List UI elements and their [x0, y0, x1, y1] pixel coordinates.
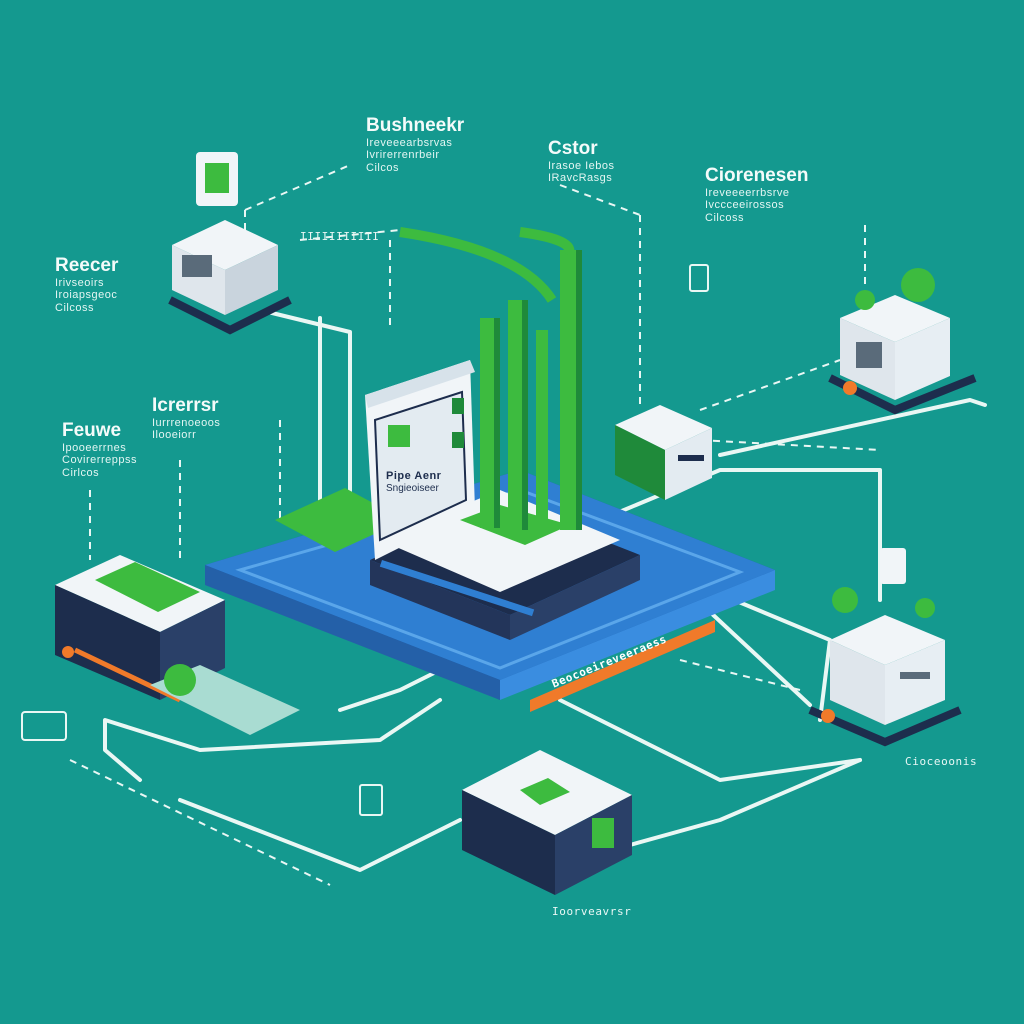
label-line: IRavcRasgs — [548, 172, 613, 185]
label-line: Ilooeiorr — [152, 429, 197, 442]
device-box-right — [808, 548, 962, 747]
device-box-top-right — [828, 268, 977, 415]
label-line: Irivseoirs — [55, 276, 105, 289]
label-bottom-center: Ioorveavrsr — [552, 905, 632, 918]
dashed-connector — [299, 229, 401, 241]
label-line: Ipooeerrnes — [62, 441, 127, 454]
dashed-connector — [699, 439, 881, 451]
connector-line — [708, 610, 812, 707]
connector-line — [628, 758, 862, 847]
label-line: Ivrirerrenrbeir — [366, 149, 440, 162]
label-line: Sngieoiseer — [386, 482, 439, 494]
connector-line — [558, 698, 862, 782]
small-icons — [21, 264, 709, 816]
label-line: Cilcos — [366, 162, 399, 175]
dashed-connector — [244, 164, 351, 211]
dashed-connector — [559, 184, 641, 216]
document-icon — [689, 264, 709, 292]
label-caption: IIIIIIIIIII — [300, 230, 380, 243]
device-box-top-left — [168, 152, 292, 335]
label-bottom-right: Cioceoonis — [905, 755, 978, 768]
platform-ribbon — [530, 620, 715, 712]
label-top-right: Ciorenesen Ireveeeerrbsrve Ivccceeirosso… — [705, 165, 875, 225]
label-center-screen: Pipe Aenr Sngieoiseer — [386, 470, 476, 494]
device-box-mid-right — [615, 405, 712, 500]
label-top-center: Bushneekr Ireveeearbsrvas Ivrirerrenrbei… — [366, 115, 496, 175]
device-box-bottom — [462, 750, 632, 895]
label-line: Ireveeearbsrvas — [366, 136, 453, 149]
document-icon — [359, 784, 383, 816]
connector-line — [178, 798, 462, 872]
connector-line — [103, 698, 442, 782]
connector-line — [266, 310, 352, 522]
label-left-lower-a: Feuwe Ipooeerrnes Covirerreppss Cirlcos — [62, 420, 172, 480]
label-line: Cilcoss — [55, 302, 94, 315]
connector-line — [718, 398, 987, 457]
label-line: Ivccceeirossos — [705, 199, 785, 212]
label-line: Ireveeeerrbsrve — [705, 186, 790, 199]
label-left-lower-b: Icrerrsr Iurrrenoeoos Ilooeiorr — [152, 395, 282, 442]
label-left-upper: Reecer Irivseoirs Iroiapsgeoc Cilcoss — [55, 255, 175, 315]
label-line: Cilcoss — [705, 212, 744, 225]
label-line: Iroiapsgeoc — [55, 289, 118, 302]
dashed-connector — [679, 659, 801, 691]
green-pillars — [399, 227, 582, 545]
label-line: Covirerreppss — [62, 454, 137, 467]
label-title: Ciorenesen — [705, 165, 809, 186]
label-title: Cstor — [548, 138, 598, 159]
label-title: Feuwe — [62, 420, 122, 441]
label-line: Irasoe Iebos — [548, 159, 615, 172]
label-title: Icrerrsr — [152, 395, 219, 416]
monitor-icon — [21, 711, 67, 741]
dashed-connector — [699, 359, 841, 411]
label-line: Iurrrenoeoos — [152, 416, 221, 429]
central-device — [365, 360, 640, 640]
label-line: Cirlcos — [62, 467, 100, 480]
dashed-connector — [69, 759, 331, 886]
device-box-left — [55, 555, 300, 735]
label-title: Pipe Aenr — [386, 470, 442, 482]
label-top-right-mid: Cstor Irasoe Iebos IRavcRasgs — [548, 138, 668, 185]
label-title: Bushneekr — [366, 115, 465, 136]
label-title: Reecer — [55, 255, 119, 276]
